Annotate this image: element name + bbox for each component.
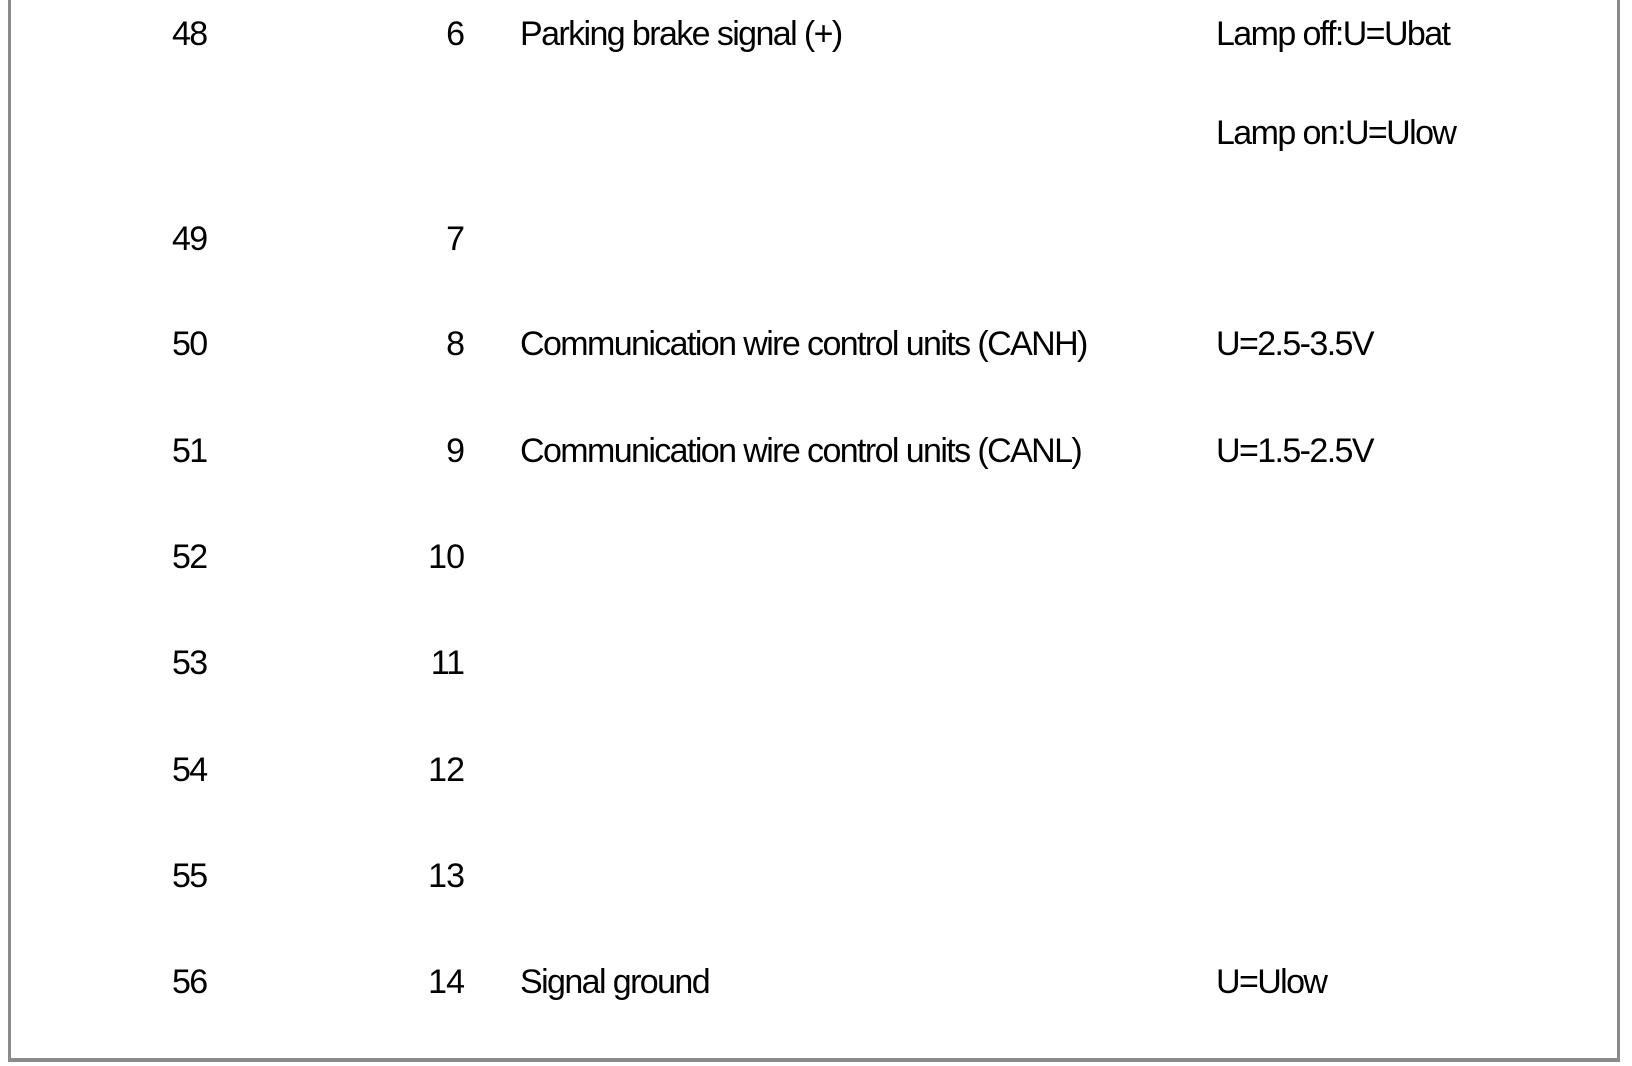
table-row: 54 12	[0, 740, 1632, 800]
signal-description: Signal ground	[520, 963, 711, 1001]
pin-number: 53	[172, 644, 208, 682]
table-row: 53 11	[0, 633, 1632, 693]
table-frame	[8, 0, 1620, 1062]
pin-number: 49	[172, 220, 208, 258]
pin-number: 50	[172, 325, 208, 363]
table-row: 56 14 Signal ground U=Ulow	[0, 952, 1632, 1012]
signal-value: Lamp off:U=Ubat	[1216, 15, 1451, 53]
table-row: 49 7	[0, 209, 1632, 269]
pin-number: 51	[172, 432, 208, 470]
table-row: 50 8 Communication wire control units (C…	[0, 314, 1632, 374]
pin-number: 52	[172, 538, 208, 576]
table-row: 51 9 Communication wire control units (C…	[0, 421, 1632, 481]
signal-value: U=1.5-2.5V	[1216, 432, 1375, 470]
signal-description: Communication wire control units (CANH)	[520, 325, 1088, 363]
table-row: 48 6 Parking brake signal (+) Lamp off:U…	[0, 4, 1632, 64]
connector-number: 6	[446, 15, 465, 53]
connector-number: 8	[446, 325, 465, 363]
pin-number: 48	[172, 15, 208, 53]
connector-number: 10	[428, 538, 465, 576]
signal-description: Parking brake signal (+)	[520, 15, 843, 53]
signal-description: Communication wire control units (CANL)	[520, 432, 1083, 470]
pin-number: 55	[172, 857, 208, 895]
signal-value: U=2.5-3.5V	[1216, 325, 1375, 363]
connector-number: 14	[428, 963, 465, 1001]
pin-number: 56	[172, 963, 208, 1001]
connector-number: 11	[430, 644, 465, 682]
table-row: 55 13	[0, 846, 1632, 906]
signal-value: Lamp on:U=Ulow	[1216, 114, 1457, 152]
table-row: 52 10	[0, 527, 1632, 587]
table-row: Lamp on:U=Ulow	[0, 103, 1632, 163]
connector-number: 12	[428, 751, 465, 789]
signal-value: U=Ulow	[1216, 963, 1328, 1001]
pin-number: 54	[172, 751, 208, 789]
connector-number: 9	[446, 432, 465, 470]
connector-number: 7	[446, 220, 465, 258]
connector-number: 13	[428, 857, 465, 895]
